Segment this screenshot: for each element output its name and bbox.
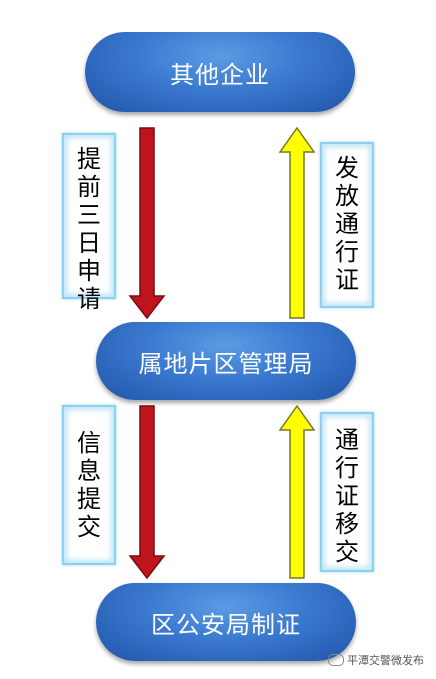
watermark: 平潭交警微发布 [328, 652, 424, 668]
up-arrow-1 [278, 126, 316, 319]
down-arrow-2 [128, 405, 166, 580]
node-other-enterprises: 其他企业 [85, 32, 355, 112]
watermark-text: 平潭交警微发布 [347, 654, 424, 667]
node-local-district-bureau: 属地片区管理局 [96, 322, 356, 400]
label-transfer-permit: 通 行 证 移 交 [320, 412, 374, 572]
wechat-icon [328, 654, 344, 666]
down-arrow-1 [128, 127, 166, 320]
node-district-police-certification: 区公安局制证 [96, 583, 356, 661]
label-submit-three-days-early: 提 前 三 日 申 请 [62, 133, 116, 313]
label-submit-information: 信 息 提 交 [62, 405, 116, 565]
up-arrow-2 [278, 404, 316, 579]
label-issue-permit: 发 放 通 行 证 [320, 142, 374, 308]
